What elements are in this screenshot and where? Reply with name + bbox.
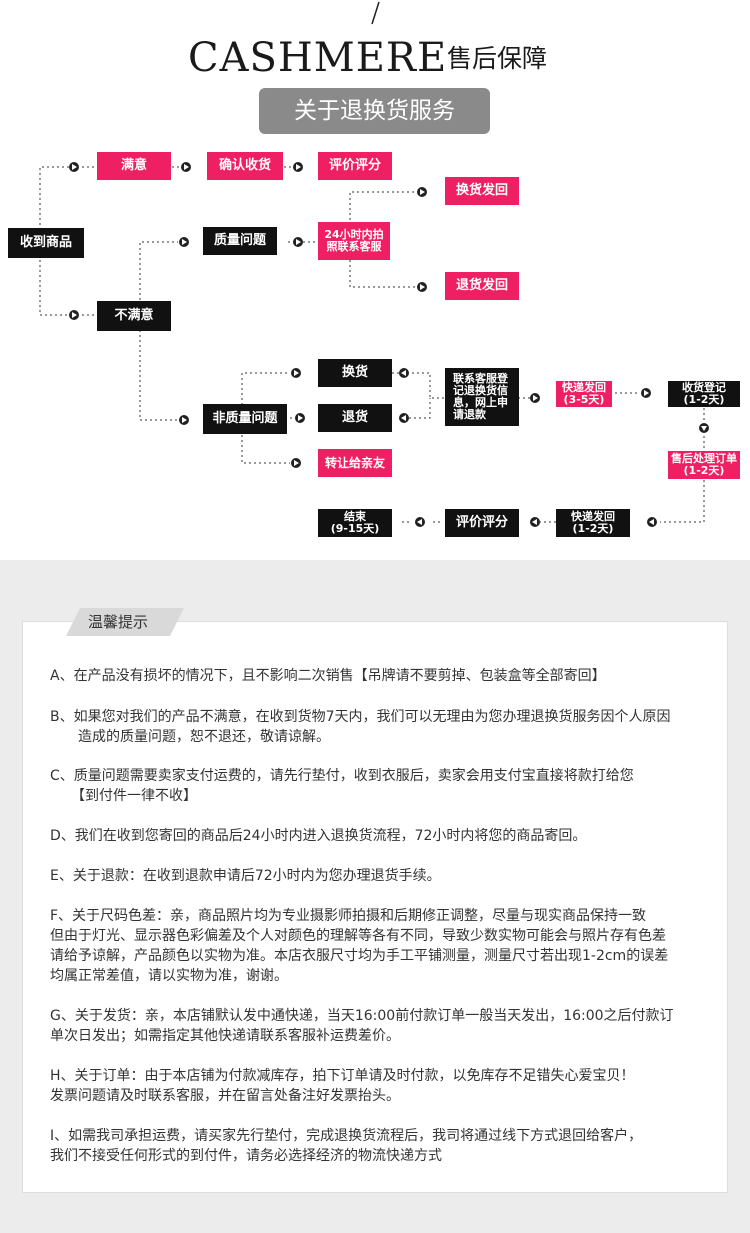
- node-end-label: 结束: [344, 510, 366, 523]
- node-unsatisfied: 不满意: [97, 301, 171, 331]
- node-express-out-time: (1-2天): [572, 522, 614, 535]
- node-review-2: 评价评分: [445, 509, 519, 537]
- node-after-sale: 售后处理订单 (1-2天): [668, 451, 740, 479]
- node-express-out-label: 快递发回: [571, 510, 615, 523]
- brand-name: CASHMERE: [188, 35, 448, 81]
- node-express-back: 快递发回 (3-5天): [556, 381, 612, 407]
- tip-f: F、关于尺码色差：亲，商品照片均为专业摄影师拍摄和后期修正调整，尽量与现实商品保…: [50, 908, 669, 984]
- node-end-time: (9-15天): [330, 522, 380, 535]
- node-after-sale-time: (1-2天): [683, 464, 725, 477]
- node-receive-register: 收货登记 (1-2天): [668, 381, 740, 407]
- tips-title: 温馨提示: [88, 613, 149, 631]
- node-express-out: 快递发回 (1-2天): [556, 509, 630, 537]
- node-confirm-receipt: 确认收货: [207, 152, 283, 180]
- node-received: 收到商品: [8, 228, 84, 258]
- node-express-back-label: 快递发回: [562, 381, 606, 394]
- node-refund-return: 退货发回: [445, 272, 519, 300]
- flow-connectors: [39, 162, 709, 527]
- tip-i: I、如需我司承担运费，请买家先行垫付，完成退换货流程后，我司将通过线下方式退回给…: [50, 1128, 643, 1164]
- node-quality-issue: 质量问题: [203, 227, 277, 255]
- tip-e: E、关于退款：在收到退款申请后72小时内为您办理退货手续。: [50, 868, 441, 884]
- node-after-sale-label: 售后处理订单: [671, 452, 737, 465]
- tips-tab-shape: [66, 608, 184, 636]
- tip-b: B、如果您对我们的产品不满意，在收到货物7天内，我们可以无理由为您办理退换货服务…: [50, 709, 671, 745]
- section-banner: 关于退换货服务: [259, 88, 490, 134]
- node-review-1: 评价评分: [318, 152, 392, 180]
- tip-a: A、在产品没有损坏的情况下，且不影响二次销售【吊牌请不要剪掉、包装盒等全部寄回】: [50, 668, 606, 684]
- tip-g: G、关于发货：亲，本店铺默认发中通快递，当天16:00前付款订单一般当天发出，1…: [50, 1008, 674, 1044]
- node-receive-register-label: 收货登记: [682, 381, 726, 394]
- node-gift: 转让给亲友: [318, 449, 392, 477]
- tips-card: [22, 621, 728, 1193]
- node-contact-24h: 24小时内拍照联系客服: [318, 222, 390, 260]
- tip-h: H、关于订单：由于本店铺为付款减库存，拍下订单请及时付款，以免库存不足错失心爱宝…: [50, 1068, 635, 1104]
- node-exchange: 换货: [318, 359, 392, 387]
- node-satisfied: 满意: [97, 152, 171, 180]
- tip-c: C、质量问题需要卖家支付运费的，请先行垫付，收到衣服后，卖家会用支付宝直接将款打…: [50, 768, 634, 804]
- node-refund: 退货: [318, 404, 392, 432]
- node-express-back-time: (3-5天): [563, 393, 605, 406]
- node-end: 结束 (9-15天): [318, 509, 392, 537]
- return-flowchart: 收到商品 满意 确认收货 评价评分 不满意 质量问题 24小时内拍照联系客服 换…: [0, 140, 750, 560]
- node-exchange-return: 换货发回: [445, 177, 519, 205]
- brand-subtitle: 售后保障: [447, 44, 548, 73]
- slash-decoration: [371, 1, 380, 25]
- tip-d: D、我们在收到您寄回的商品后24小时内进入退换货流程，72小时内将您的商品寄回。: [50, 828, 587, 844]
- node-contact-register: 联系客服登记退换货信息，网上申请退款: [445, 368, 519, 426]
- node-non-quality: 非质量问题: [203, 404, 287, 434]
- node-receive-register-time: (1-2天): [683, 393, 725, 406]
